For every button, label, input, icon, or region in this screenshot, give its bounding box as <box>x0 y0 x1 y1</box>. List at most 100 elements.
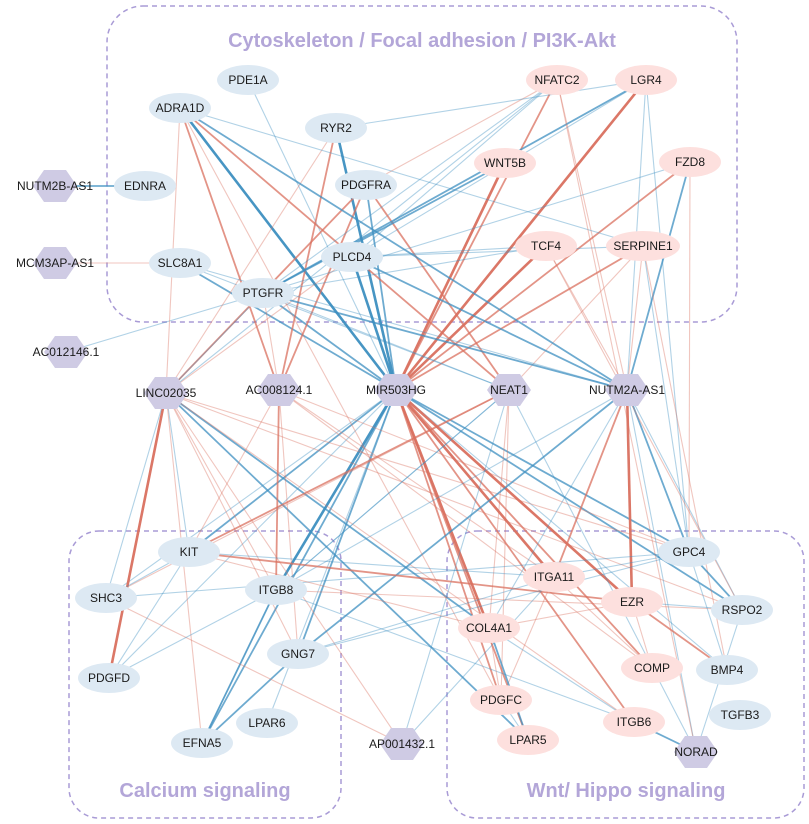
edge-linc02035-nfatc2 <box>165 79 558 394</box>
node-lpar6[interactable]: LPAR6 <box>236 708 298 738</box>
node-shape-shc3 <box>75 583 137 613</box>
edge-col4a1-itgb6 <box>488 627 635 723</box>
edge-efna5-itgb8 <box>201 589 277 744</box>
node-label-itga11: ITGA11 <box>534 570 575 584</box>
edge-neat1-slc8a1 <box>179 262 510 391</box>
edge-pdgfra-nfatc2 <box>365 79 558 186</box>
group-box-calcium <box>68 530 342 819</box>
node-pdgfd[interactable]: PDGFD <box>78 663 140 693</box>
edge-plcd4-nfatc2 <box>351 79 558 258</box>
edge-mir503hg-ezr <box>395 389 633 603</box>
edge-ac008124-gpc4 <box>278 389 690 553</box>
node-norad[interactable]: NORAD <box>674 736 718 768</box>
node-label-nutm2b: NUTM2B-AS1 <box>17 179 93 193</box>
edge-linc02035-gng7 <box>165 392 299 655</box>
edge-linc02035-lpar5 <box>165 392 529 741</box>
node-ednra[interactable]: EDNRA <box>114 171 176 201</box>
group-title-calcium: Calcium signaling <box>119 780 290 802</box>
edge-mir503hg-ptgfr <box>262 292 397 391</box>
node-ap001432[interactable]: AP001432.1 <box>369 728 435 760</box>
node-ryr2[interactable]: RYR2 <box>305 113 367 143</box>
node-nfatc2[interactable]: NFATC2 <box>526 65 588 95</box>
node-nutm2a[interactable]: NUTM2A-AS1 <box>589 374 665 406</box>
node-shape-tgfb3 <box>709 700 771 730</box>
node-bmp4[interactable]: BMP4 <box>696 655 758 685</box>
node-serpine1[interactable]: SERPINE1 <box>606 231 680 261</box>
edge-ptgfr-fzd8 <box>262 161 691 294</box>
edge-neat1-pdgfc <box>500 389 510 701</box>
node-shape-nutm2b <box>33 170 77 202</box>
edge-mir503hg-pde1a <box>247 79 397 391</box>
edge-adra1d-pdgfc <box>179 107 502 701</box>
node-neat1[interactable]: NEAT1 <box>487 374 531 406</box>
node-itgb6[interactable]: ITGB6 <box>603 707 665 737</box>
node-shape-ednra <box>114 171 176 201</box>
edge-neat1-shc3 <box>105 389 510 599</box>
edge-nutm2a-serpine1 <box>626 245 644 391</box>
node-ptgfr[interactable]: PTGFR <box>232 278 294 308</box>
node-mcm3ap[interactable]: MCM3AP-AS1 <box>16 247 94 279</box>
node-ac012146[interactable]: AC012146.1 <box>33 336 100 368</box>
edge-mir503hg-comp <box>395 389 653 669</box>
edge-neat1-ptgfr <box>262 292 510 391</box>
node-mir503hg[interactable]: MIR503HG <box>366 374 426 406</box>
edge-ap001432-itga11 <box>401 576 555 745</box>
node-fzd8[interactable]: FZD8 <box>659 147 721 177</box>
node-ac008124[interactable]: AC008124.1 <box>246 374 313 406</box>
edge-neat1-kit <box>188 389 510 553</box>
edge-ac008124-pdgfra <box>278 184 367 391</box>
node-nutm2b[interactable]: NUTM2B-AS1 <box>17 170 93 202</box>
node-label-gpc4: GPC4 <box>673 545 706 559</box>
edge-itgb8-rspo2 <box>275 589 743 611</box>
node-shc3[interactable]: SHC3 <box>75 583 137 613</box>
node-label-rspo2: RSPO2 <box>722 603 763 617</box>
node-shape-ryr2 <box>305 113 367 143</box>
node-pdgfc[interactable]: PDGFC <box>470 685 532 715</box>
node-adra1d[interactable]: ADRA1D <box>149 93 211 123</box>
edge-nutm2a-gpc4 <box>626 389 690 553</box>
node-col4a1[interactable]: COL4A1 <box>458 613 520 643</box>
edge-col4a1-lpar5 <box>488 627 529 741</box>
node-shape-ap001432 <box>380 728 424 760</box>
edge-ac008124-ryr2 <box>278 127 337 391</box>
node-comp[interactable]: COMP <box>621 653 683 683</box>
edge-mir503hg-shc3 <box>105 389 397 599</box>
node-plcd4[interactable]: PLCD4 <box>321 242 383 272</box>
edge-nutm2a-ezr <box>625 389 634 603</box>
edge-nutm2a-gng7 <box>297 389 628 655</box>
edge-nutm2a-ptgfr <box>262 292 628 391</box>
node-shape-pde1a <box>217 65 279 95</box>
node-shape-linc02035 <box>144 377 188 409</box>
node-itga11[interactable]: ITGA11 <box>523 562 585 592</box>
node-gpc4[interactable]: GPC4 <box>658 537 720 567</box>
node-linc02035[interactable]: LINC02035 <box>136 377 197 409</box>
node-efna5[interactable]: EFNA5 <box>171 728 233 758</box>
edge-ac012146-ptgfr <box>65 292 264 353</box>
node-lgr4[interactable]: LGR4 <box>615 65 677 95</box>
node-shape-serpine1 <box>606 231 680 261</box>
node-shape-wnt5b <box>474 148 536 178</box>
node-gng7[interactable]: GNG7 <box>267 639 329 669</box>
node-label-norad: NORAD <box>674 745 718 759</box>
node-itgb8[interactable]: ITGB8 <box>245 575 307 605</box>
node-rspo2[interactable]: RSPO2 <box>711 595 773 625</box>
node-slc8a1[interactable]: SLC8A1 <box>149 248 211 278</box>
node-pde1a[interactable]: PDE1A <box>217 65 279 95</box>
edge-mir503hg-tcf4 <box>395 245 547 391</box>
edge-nutm2a-tcf4 <box>545 245 628 391</box>
edge-nutm2a-plcd4 <box>351 256 628 391</box>
node-shape-comp <box>621 653 683 683</box>
node-wnt5b[interactable]: WNT5B <box>474 148 536 178</box>
node-tgfb3[interactable]: TGFB3 <box>709 700 771 730</box>
edge-neat1-col4a1 <box>488 389 510 629</box>
edge-pdgfd-kit <box>108 551 190 679</box>
group-box-cytoskeleton <box>106 5 738 323</box>
node-kit[interactable]: KIT <box>158 537 220 567</box>
node-shape-itgb6 <box>603 707 665 737</box>
node-tcf4[interactable]: TCF4 <box>515 231 577 261</box>
node-lpar5[interactable]: LPAR5 <box>497 725 559 755</box>
node-ezr[interactable]: EZR <box>601 587 663 617</box>
node-pdgfra[interactable]: PDGFRA <box>335 170 397 200</box>
group-boxes <box>68 5 805 819</box>
